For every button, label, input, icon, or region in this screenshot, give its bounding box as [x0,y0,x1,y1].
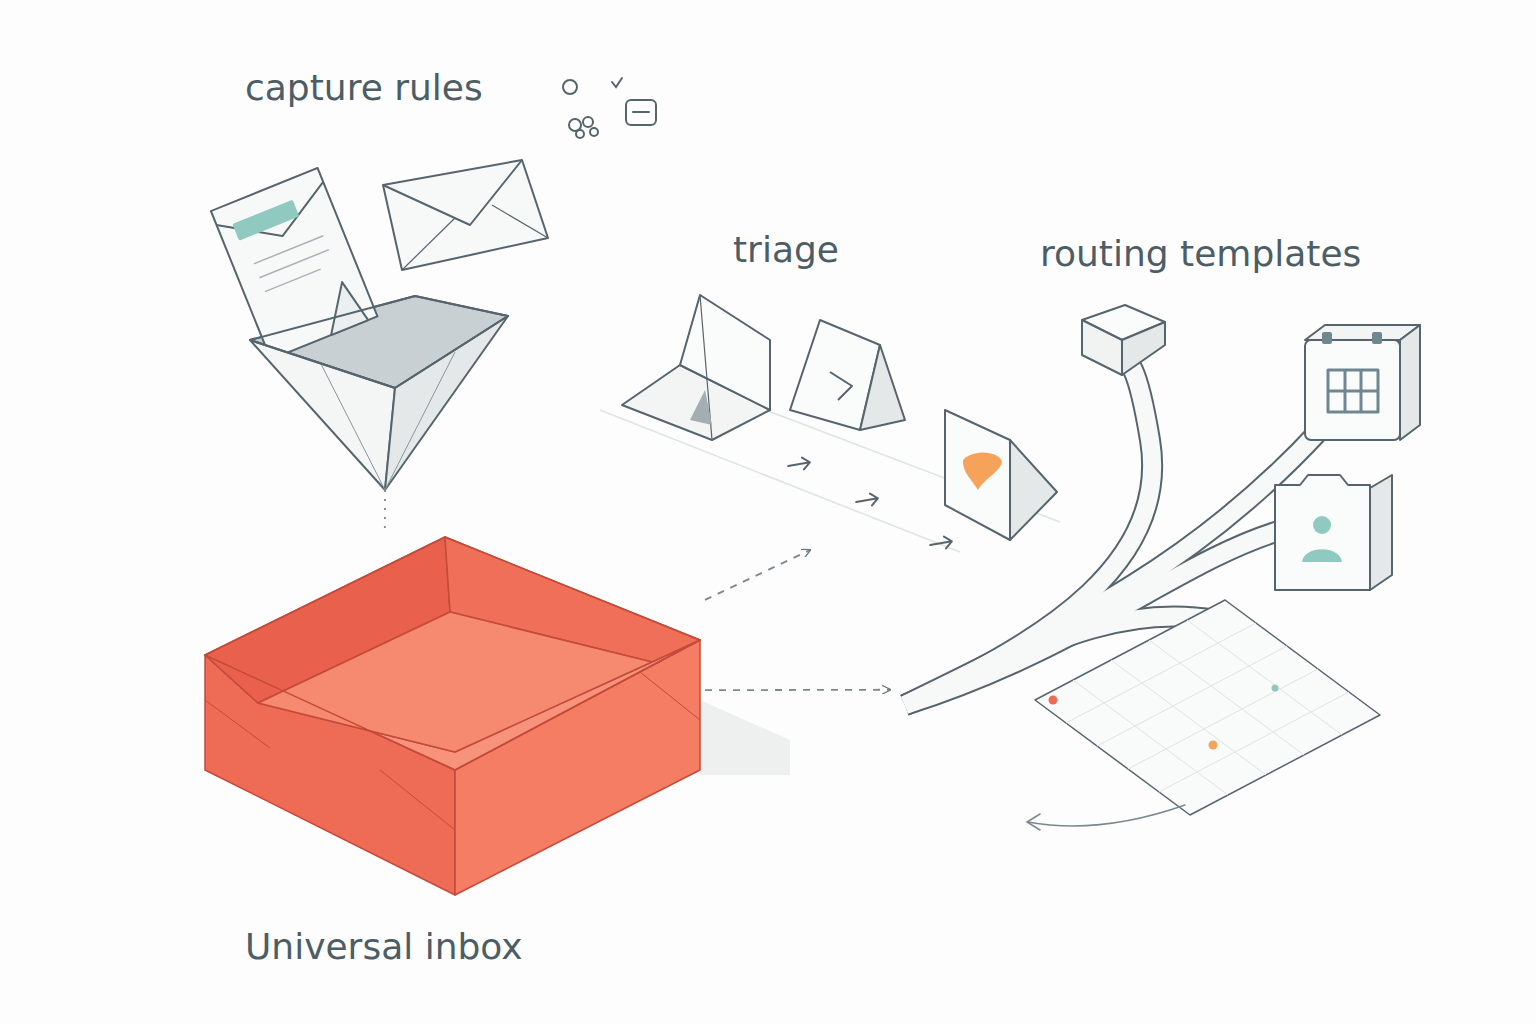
envelope-icon [383,160,548,270]
folder-template [1275,475,1370,590]
folder-template [1302,549,1342,562]
triage-card [830,372,852,400]
triage-card [690,390,712,425]
grid-sheet [1272,685,1279,692]
capture-funnel [250,296,508,388]
triage-card [963,453,1002,490]
return-arrow [1027,805,1185,830]
calendar-template [1360,370,1363,412]
inbox-tray [640,672,700,720]
envelope-icon [492,205,548,238]
document-envelope [211,168,378,359]
document-envelope [232,200,299,241]
document-envelope [265,269,321,291]
rule-icons [633,111,649,113]
capture-funnel [250,340,395,490]
triage-card [945,410,1057,540]
return-arrow [1028,805,1185,826]
document-envelope [259,250,329,278]
grid-sheet [1066,620,1349,795]
return-arrow [1027,814,1040,830]
grid-sheet [1149,640,1304,755]
calendar-template [1400,325,1420,440]
inbox-tray [380,770,455,830]
node-label: capture rules [245,66,483,109]
triage-card [860,345,905,430]
node-label: routing templates [1040,232,1361,275]
grid-sheet [1128,669,1318,769]
document-envelope [314,278,368,335]
rule-icons [563,80,577,94]
folder-template [1370,475,1392,590]
cube-template [1122,322,1165,375]
envelope-icon [383,160,548,270]
triage-card [622,295,770,440]
document-envelope [217,182,337,258]
flow-connector [705,689,890,691]
document-envelope [254,236,324,264]
routing-group: routing templates [890,228,1430,830]
flow-connector [384,490,386,530]
rule-icons [563,78,656,138]
node-label: triage [733,228,839,271]
triage-track [600,410,960,552]
cube-template [1082,320,1122,375]
triage-group: triage [600,225,1070,550]
inbox-tray [258,612,652,752]
calendar-template [1328,370,1378,412]
calendar-template [1322,332,1332,344]
grid-sheet [1159,692,1349,792]
calendar-template [1372,332,1382,344]
rule-icons [590,128,598,136]
grid-sheet [1066,623,1256,723]
calendar-template [1305,325,1420,440]
grid-sheet [1097,646,1287,746]
flow-chevrons [787,456,811,472]
rule-icons [583,117,593,127]
capture-group: capture rules [200,60,560,490]
flow-chevrons [929,535,953,551]
node-label: Universal inbox [245,925,523,968]
folder-template [1275,475,1392,590]
grid-sheet [1073,680,1228,795]
inbox-tray [205,537,790,895]
inbox-tray [205,700,270,748]
grid-sheet [1187,620,1342,735]
calendar-template [1328,390,1378,393]
triage-card [680,295,770,410]
grid-sheet [1035,600,1380,815]
flow-chevrons [787,456,953,551]
triage-card [1010,440,1057,540]
inbox-tray [205,537,700,770]
capture-funnel [385,316,508,490]
cube-template [1082,305,1165,375]
grid-sheet [1049,696,1058,705]
envelope-icon [383,160,522,225]
inbox-group: Universal inbox [200,530,705,975]
rule-icons [576,130,584,138]
triage-card [790,320,905,430]
rule-icons [612,78,622,87]
grid-sheet [1111,660,1266,775]
grid-sheet [1209,741,1218,750]
calendar-template [1305,340,1400,440]
document-envelope [211,168,378,359]
rule-icons [626,100,656,125]
grid-sheet [1035,600,1380,815]
calendar-template [1344,370,1347,412]
flow-connector [705,550,810,600]
flow-chevrons [855,492,879,508]
triage-card [945,410,1010,540]
inbox-tray [700,700,790,775]
folder-template [1313,516,1331,534]
envelope-icon [402,218,455,270]
